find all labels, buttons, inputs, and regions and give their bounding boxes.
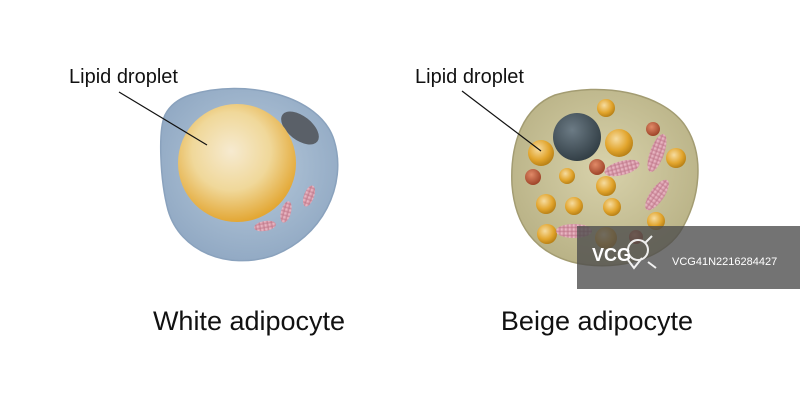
beige-lipid-droplet xyxy=(536,194,556,214)
beige-small-organelle xyxy=(646,122,660,136)
watermark-logo-icon xyxy=(627,235,657,270)
beige-mitochondrion xyxy=(604,159,640,177)
watermark-brand: VCG xyxy=(592,245,631,265)
beige-lipid-droplet xyxy=(647,212,665,230)
watermark-background xyxy=(577,226,800,289)
beige-lipid-droplet xyxy=(565,197,583,215)
beige-lipid-droplet xyxy=(559,168,575,184)
beige-lipid-droplet xyxy=(597,99,615,117)
beige-adipocyte-cell xyxy=(511,88,699,267)
beige-lipid-droplet xyxy=(603,198,621,216)
beige-lipid-droplet xyxy=(605,129,633,157)
white-adipocyte-nucleus xyxy=(281,111,319,145)
white-adipocyte-cell xyxy=(159,87,339,262)
white-adipocyte-mitochondrion xyxy=(280,201,292,223)
beige-adipocyte-title: Beige adipocyte xyxy=(501,306,693,336)
beige-mitochondrion xyxy=(645,179,669,211)
beige-lipid-droplet xyxy=(666,148,686,168)
white-adipocyte-title: White adipocyte xyxy=(153,306,345,336)
white-adipocyte-mitochondrion xyxy=(302,185,316,207)
beige-small-organelle xyxy=(525,169,541,185)
white-adipocyte-lipid-droplet xyxy=(178,104,296,222)
beige-mitochondrion xyxy=(647,134,667,172)
white-adipocyte-mitochondrion xyxy=(254,220,276,232)
beige-small-organelle xyxy=(589,159,605,175)
watermark: VCG VCG41N2216284427 xyxy=(577,226,800,289)
beige-lipid-droplet xyxy=(537,224,557,244)
white-lipid-droplet-label: Lipid droplet xyxy=(69,66,178,88)
beige-lipid-droplet-label: Lipid droplet xyxy=(415,66,524,88)
beige-adipocyte-nucleus xyxy=(553,113,601,161)
beige-lipid-droplet xyxy=(596,176,616,196)
beige-lipid-droplet-leader-line xyxy=(461,90,542,152)
white-lipid-droplet-leader-line xyxy=(118,91,208,146)
beige-adipocyte-lipid-droplets xyxy=(528,99,686,249)
watermark-id: VCG41N2216284427 xyxy=(672,256,777,268)
